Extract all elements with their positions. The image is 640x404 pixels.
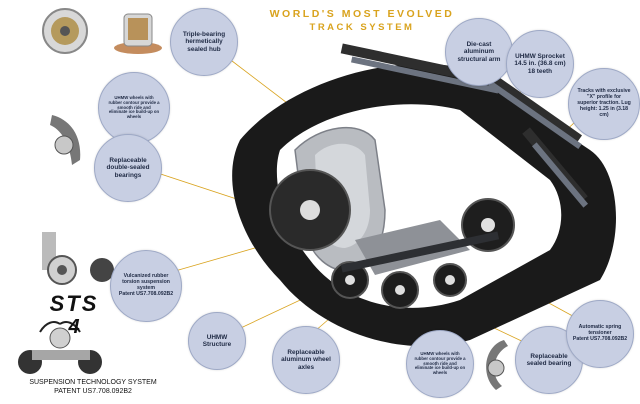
callout-axles: Replaceable aluminum wheel axles	[272, 326, 340, 394]
torsion-suspension-image	[42, 232, 114, 285]
page-headline: WORLD'S MOST EVOLVED TRACK SYSTEM	[262, 8, 462, 34]
caption-line-1: SUSPENSION TECHNOLOGY SYSTEM	[29, 379, 157, 386]
torsion-label: Vulcanized rubber torsion suspension sys…	[122, 273, 170, 291]
callout-uhmw-structure: UHMW Structure	[188, 312, 246, 370]
callout-arm: Die-cast aluminum structural arm	[445, 18, 513, 86]
callout-torsion: Vulcanized rubber torsion suspension sys…	[110, 250, 182, 322]
headline-line-1: WORLD'S MOST EVOLVED	[269, 8, 455, 20]
logo-digit: 4	[68, 316, 80, 338]
tensioner-label: Automatic spring tensioner	[578, 324, 622, 337]
torsion-patent: Patent US7.708.092B2	[118, 290, 174, 297]
bearing-cutaway-image	[114, 13, 162, 54]
suspension-diagram-image	[18, 321, 102, 374]
hub-detail-image	[42, 8, 88, 54]
sts-4-logo: STS 4	[34, 291, 114, 339]
caption-line-2: PATENT US7.708.092B2	[54, 388, 132, 395]
headline-line-2: TRACK SYSTEM	[309, 22, 415, 33]
callout-wheels-right: UHMW wheels with rubber contour provide …	[406, 330, 474, 398]
callout-tracks: Tracks with exclusive "X" profile for su…	[568, 68, 640, 140]
callout-hub: Triple-bearing hermetically sealed hub	[170, 8, 238, 76]
suspension-caption: SUSPENSION TECHNOLOGY SYSTEM PATENT US7.…	[8, 378, 178, 396]
callout-sprocket: UHMW Sprocket 14.5 in. (36.8 cm) 18 teet…	[506, 30, 574, 98]
callout-wheels-left: UHMW wheels with rubber contour provide …	[98, 72, 170, 144]
logo-letters: STS	[49, 291, 99, 316]
wheel-detail-image	[50, 115, 81, 165]
track-system-illustration	[232, 43, 617, 347]
callout-bearings: Replaceable double-sealed bearings	[94, 134, 162, 202]
sealed-bearing-image	[486, 340, 508, 390]
callout-tensioner: Automatic spring tensioner Patent US7.70…	[566, 300, 634, 368]
tensioner-patent: Patent US7.708.092B2	[572, 335, 628, 342]
